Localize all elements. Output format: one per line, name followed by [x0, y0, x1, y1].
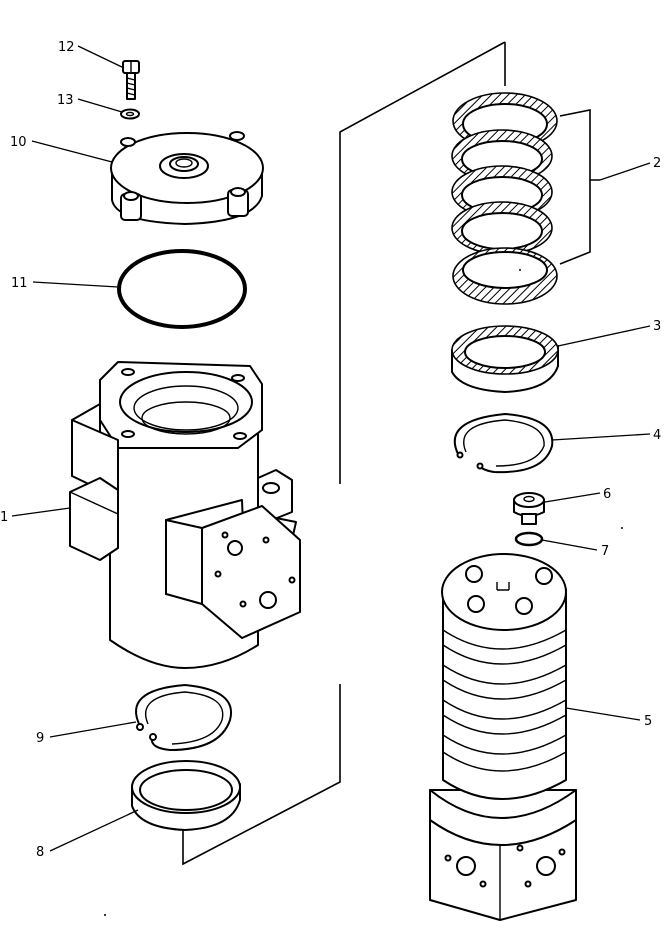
callout-7: 7: [601, 544, 609, 559]
leader-9: [49, 721, 137, 738]
leader-7: [541, 539, 598, 551]
leader-2: [599, 162, 651, 181]
housing-body-part: [69, 361, 301, 669]
leader-13: [77, 98, 123, 113]
callout-8: 8: [36, 845, 44, 860]
callout-6: 6: [603, 487, 611, 502]
swivel-shaft-part: [429, 553, 577, 921]
leader-12: [77, 45, 125, 69]
assembly-bracket: [182, 41, 506, 866]
callout-labels: 12 13 10 11 1 9 8 2 3 4 6 7 5: [0, 40, 661, 860]
bolt-part: [122, 60, 140, 100]
callout-11: 11: [11, 276, 28, 291]
callout-5: 5: [644, 714, 652, 729]
o-ring-large-part: [117, 249, 247, 329]
o-ring-small-part: [514, 531, 544, 547]
leader-lines: [11, 45, 651, 852]
callout-2: 2: [653, 156, 661, 171]
bushing-part: [451, 325, 559, 393]
leader-6: [544, 492, 601, 503]
snap-ring-left-part: [135, 684, 233, 751]
piston-rings-part: [451, 92, 600, 305]
leader-3: [557, 325, 651, 347]
callout-10: 10: [10, 135, 27, 150]
snap-ring-right-part: [453, 413, 554, 474]
callout-3: 3: [653, 319, 661, 334]
washer-part: [120, 108, 140, 120]
leader-5: [565, 707, 641, 721]
leader-10: [31, 140, 113, 163]
plug-part: [513, 492, 545, 525]
callout-4: 4: [653, 428, 661, 443]
leader-1: [11, 507, 71, 517]
callout-1: 1: [0, 510, 8, 525]
cover-part: [110, 131, 264, 225]
leader-11: [32, 281, 119, 288]
leader-8: [49, 809, 139, 852]
callout-9: 9: [36, 731, 44, 746]
callout-13: 13: [57, 93, 74, 108]
seal-ring-part: [131, 760, 241, 831]
callout-12: 12: [58, 40, 75, 55]
scan-specks: [104, 269, 623, 916]
leader-4: [551, 433, 651, 441]
